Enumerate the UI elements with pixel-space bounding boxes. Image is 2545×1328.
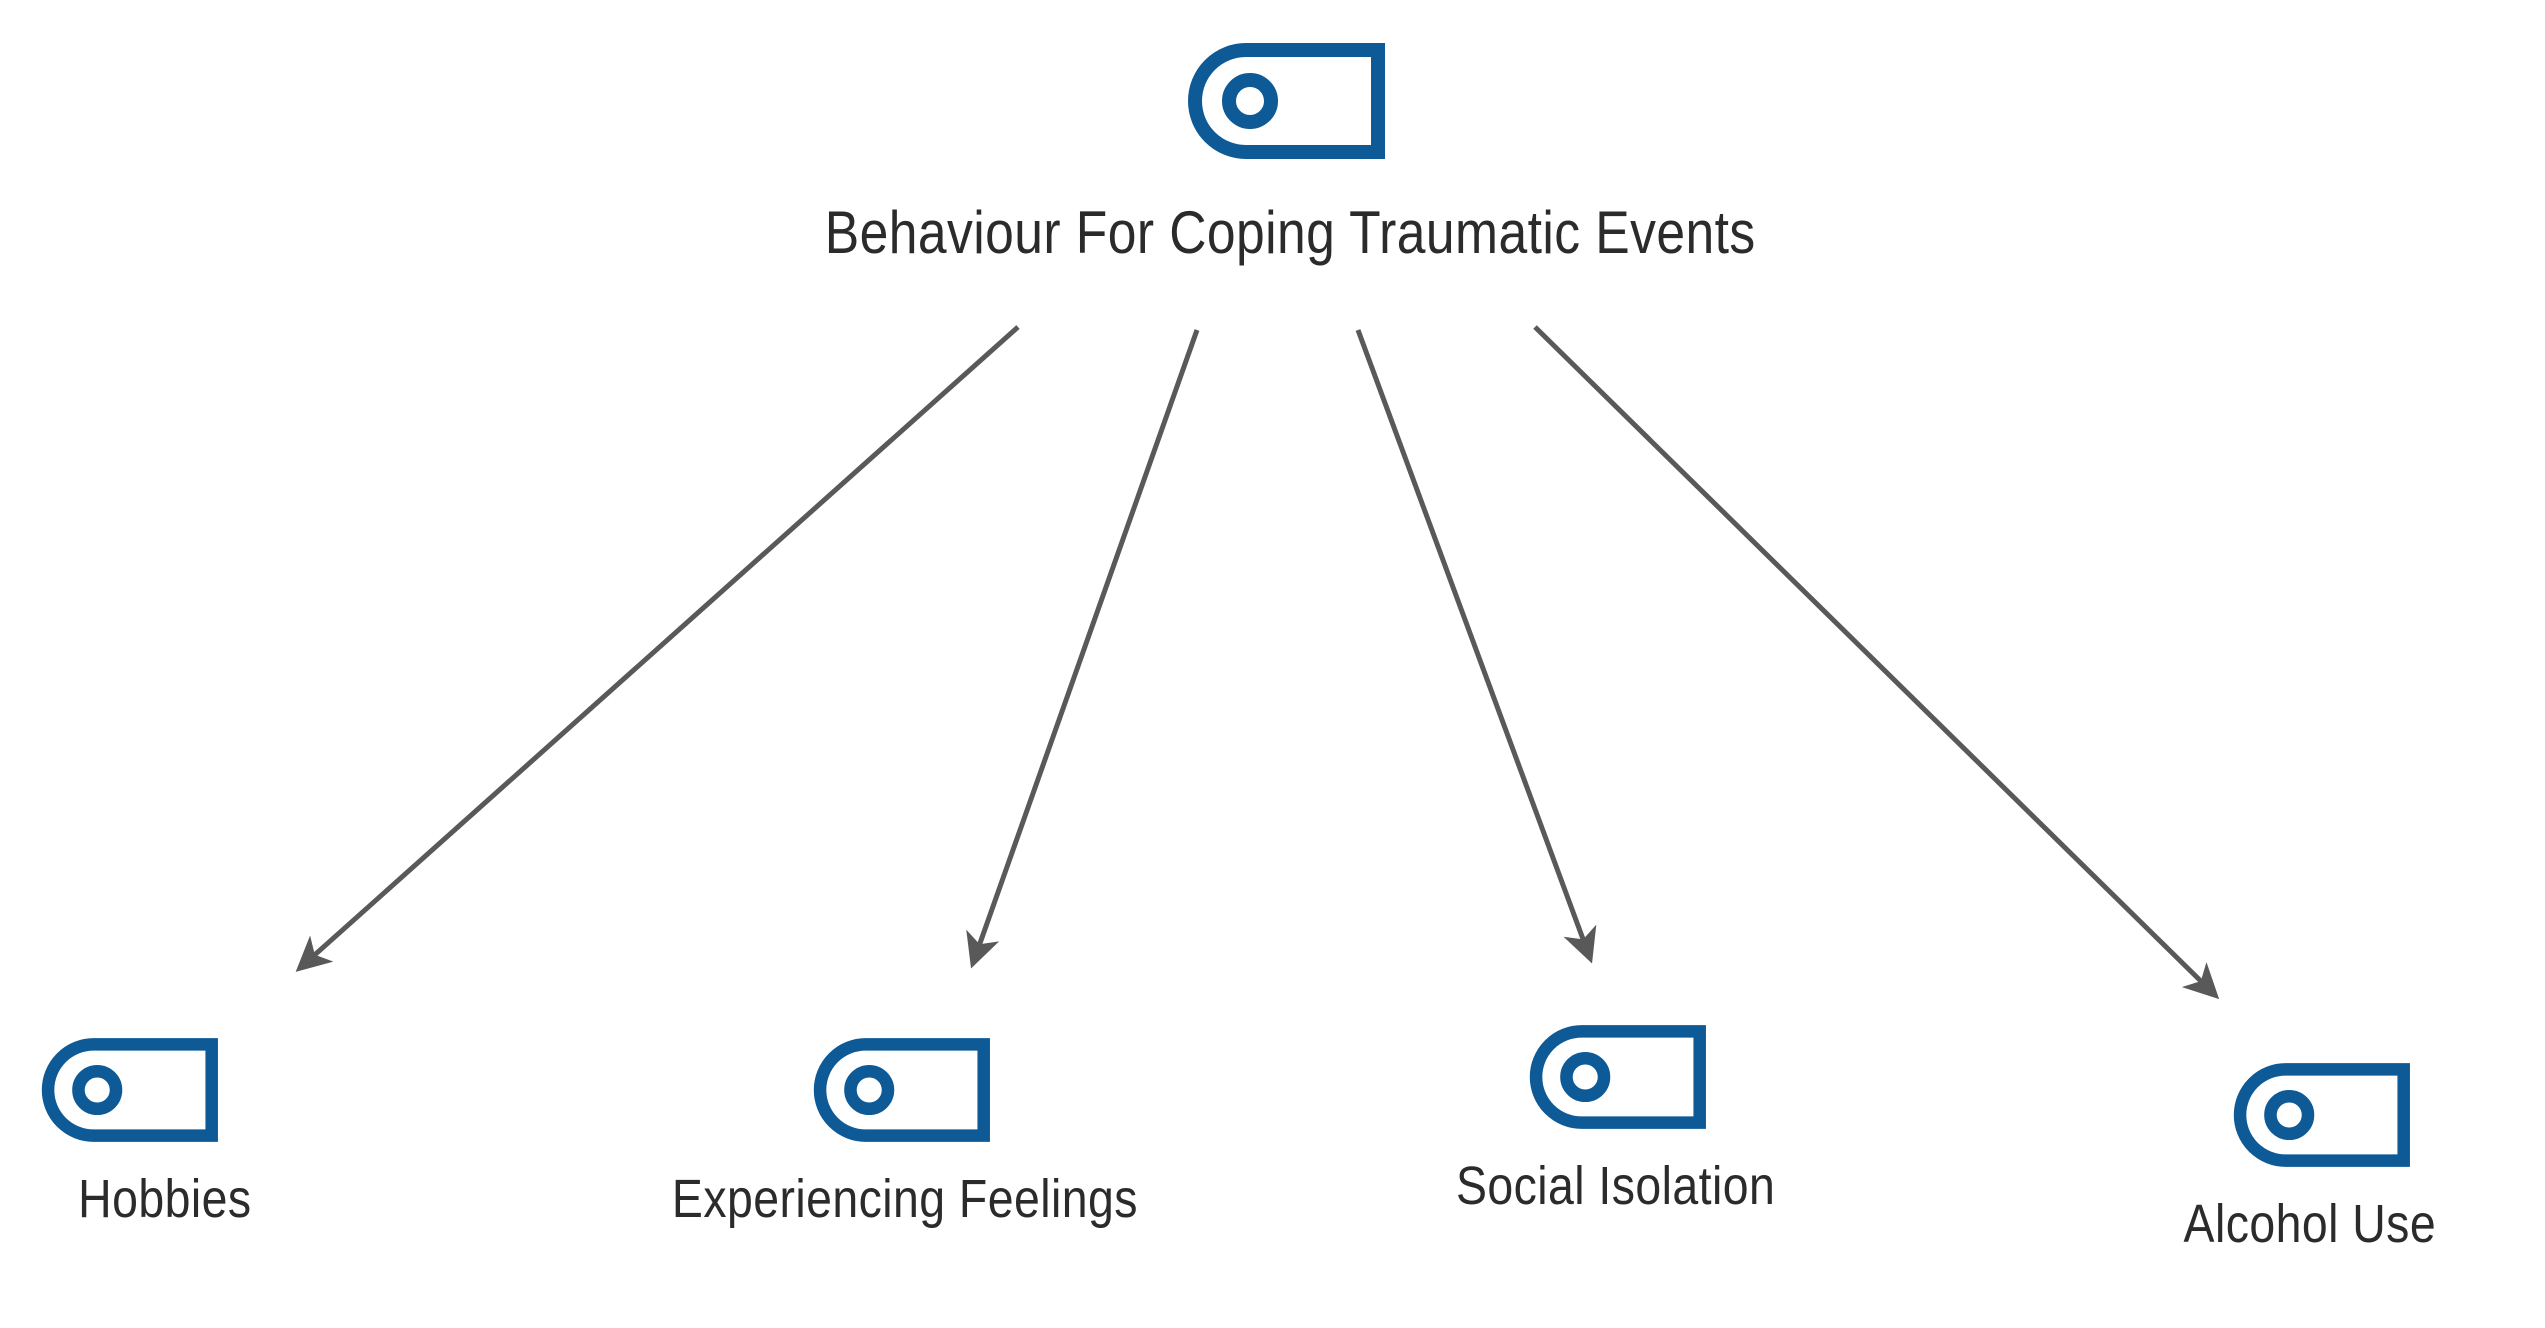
tag-icon: [2232, 1060, 2418, 1175]
node-root[interactable]: Behaviour For Coping Traumatic Events: [825, 40, 1755, 263]
node-alcohol-use[interactable]: Alcohol Use: [2183, 1060, 2435, 1251]
node-experiencing-feelings[interactable]: Experiencing Feelings: [672, 1035, 1137, 1226]
node-hobbies-label: Hobbies: [78, 1169, 252, 1229]
tag-icon: [1528, 1022, 1714, 1137]
edge-root-to-hobbies: [295, 325, 1020, 972]
node-social-isolation[interactable]: Social Isolation: [1456, 1022, 1775, 1213]
edge-root-to-alcohol: [1533, 325, 2220, 1000]
tag-icon: [812, 1035, 998, 1150]
tag-icon: [1186, 40, 1394, 167]
node-root-label: Behaviour For Coping Traumatic Events: [824, 199, 1756, 266]
node-social-isolation-label: Social Isolation: [1455, 1156, 1776, 1216]
tag-icon: [40, 1035, 226, 1150]
node-hobbies[interactable]: Hobbies: [40, 1035, 251, 1226]
node-alcohol-use-label: Alcohol Use: [2183, 1194, 2436, 1254]
edge-root-to-social: [1355, 329, 1597, 964]
edge-root-to-feelings: [966, 329, 1200, 969]
node-experiencing-feelings-label: Experiencing Feelings: [671, 1169, 1138, 1229]
